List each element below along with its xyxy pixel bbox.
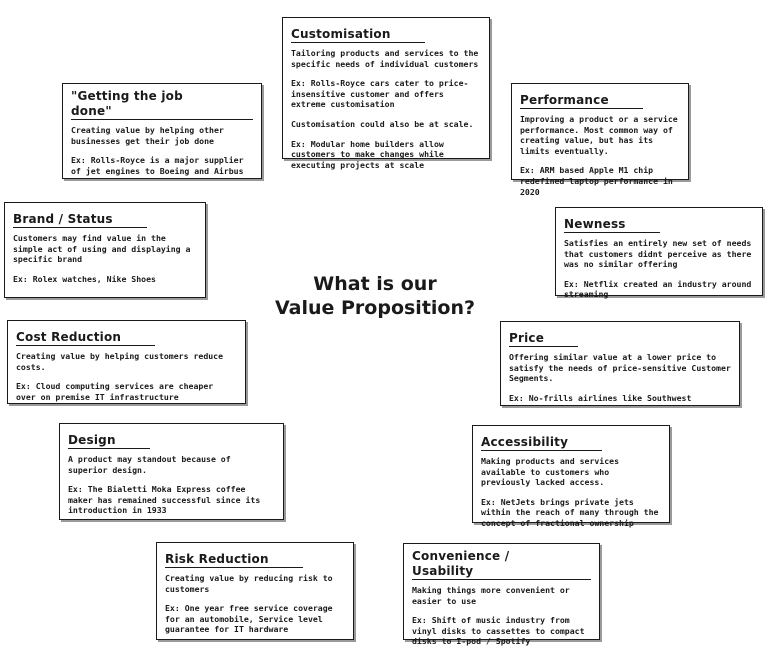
customisation-heading: Customisation bbox=[291, 27, 425, 43]
accessibility-box: Accessibility Making products and servic… bbox=[472, 425, 670, 528]
newness-text-1: Satisfies an entirely new set of needs t… bbox=[564, 238, 752, 270]
convenience-text-2: Ex: Shift of music industry from vinyl d… bbox=[412, 615, 585, 647]
title-line-2: Value Proposition? bbox=[274, 297, 476, 319]
getting-job-done-heading: "Getting the job done" bbox=[71, 89, 253, 120]
customisation-text-1: Tailoring products and services to the s… bbox=[291, 48, 479, 69]
accessibility-text-2: Ex: NetJets brings private jets within t… bbox=[481, 496, 659, 528]
risk-reduction-heading: Risk Reduction bbox=[165, 552, 303, 568]
performance-text-2: Ex: ARM based Apple M1 chip redefined la… bbox=[520, 165, 673, 197]
risk-reduction-box: Risk Reduction Creating value by reducin… bbox=[156, 542, 354, 640]
cost-reduction-heading: Cost Reduction bbox=[16, 330, 156, 346]
brand-status-heading: Brand / Status bbox=[13, 212, 147, 228]
price-text-2: Ex: No-frills airlines like Southwest bbox=[509, 392, 692, 403]
cost-reduction-text-1: Creating value by helping customers redu… bbox=[16, 351, 224, 372]
performance-heading: Performance bbox=[520, 93, 643, 109]
price-text-1: Offering similar value at a lower price … bbox=[509, 352, 731, 384]
getting-job-done-text-2: Ex: Rolls-Royce is a major supplier of j… bbox=[71, 155, 244, 176]
brand-status-box: Brand / Status Customers may find value … bbox=[4, 202, 206, 298]
convenience-box: Convenience / Usability Making things mo… bbox=[403, 543, 600, 646]
design-text-2: Ex: The Bialetti Moka Express coffee mak… bbox=[68, 484, 261, 516]
risk-reduction-text-2: Ex: One year free service coverage for a… bbox=[165, 603, 333, 635]
design-text-1: A product may standout because of superi… bbox=[68, 454, 231, 475]
customisation-text-2: Ex: Rolls-Royce cars cater to price-inse… bbox=[291, 78, 469, 110]
convenience-heading: Convenience / Usability bbox=[412, 549, 591, 580]
risk-reduction-text-1: Creating value by reducing risk to custo… bbox=[165, 573, 333, 594]
customisation-text-4: Ex: Modular home builders allow customer… bbox=[291, 138, 444, 170]
customisation-box: Customisation Tailoring products and ser… bbox=[282, 17, 490, 170]
diagram-title: What is our Value Proposition? bbox=[255, 272, 495, 320]
price-heading: Price bbox=[509, 331, 579, 347]
newness-text-2: Ex: Netflix created an industry around s… bbox=[564, 278, 752, 300]
design-box: Design A product may standout because of… bbox=[59, 423, 284, 520]
price-box: Price Offering similar value at a lower … bbox=[500, 321, 740, 406]
cost-reduction-box: Cost Reduction Creating value by helping… bbox=[7, 320, 246, 404]
cost-reduction-text-2: Ex: Cloud computing services are cheaper… bbox=[16, 381, 214, 402]
getting-job-done-box: "Getting the job done" Creating value by… bbox=[62, 83, 262, 179]
convenience-text-1: Making things more convenient or easier … bbox=[412, 585, 570, 606]
brand-status-text-1: Customers may find value in the simple a… bbox=[13, 233, 191, 265]
customisation-text-3: Customisation could also be at scale. bbox=[291, 118, 474, 129]
brand-status-text-2: Ex: Rolex watches, Nike Shoes bbox=[13, 273, 156, 284]
accessibility-text-1: Making products and services available t… bbox=[481, 456, 620, 488]
title-line-1: What is our bbox=[313, 273, 437, 295]
newness-box: Newness Satisfies an entirely new set of… bbox=[555, 207, 763, 299]
getting-job-done-text-1: Creating value by helping other business… bbox=[71, 125, 224, 146]
performance-text-1: Improving a product or a service perform… bbox=[520, 114, 678, 156]
performance-box: Performance Improving a product or a ser… bbox=[511, 83, 689, 197]
newness-heading: Newness bbox=[564, 217, 660, 233]
design-heading: Design bbox=[68, 433, 150, 449]
accessibility-heading: Accessibility bbox=[481, 435, 603, 451]
